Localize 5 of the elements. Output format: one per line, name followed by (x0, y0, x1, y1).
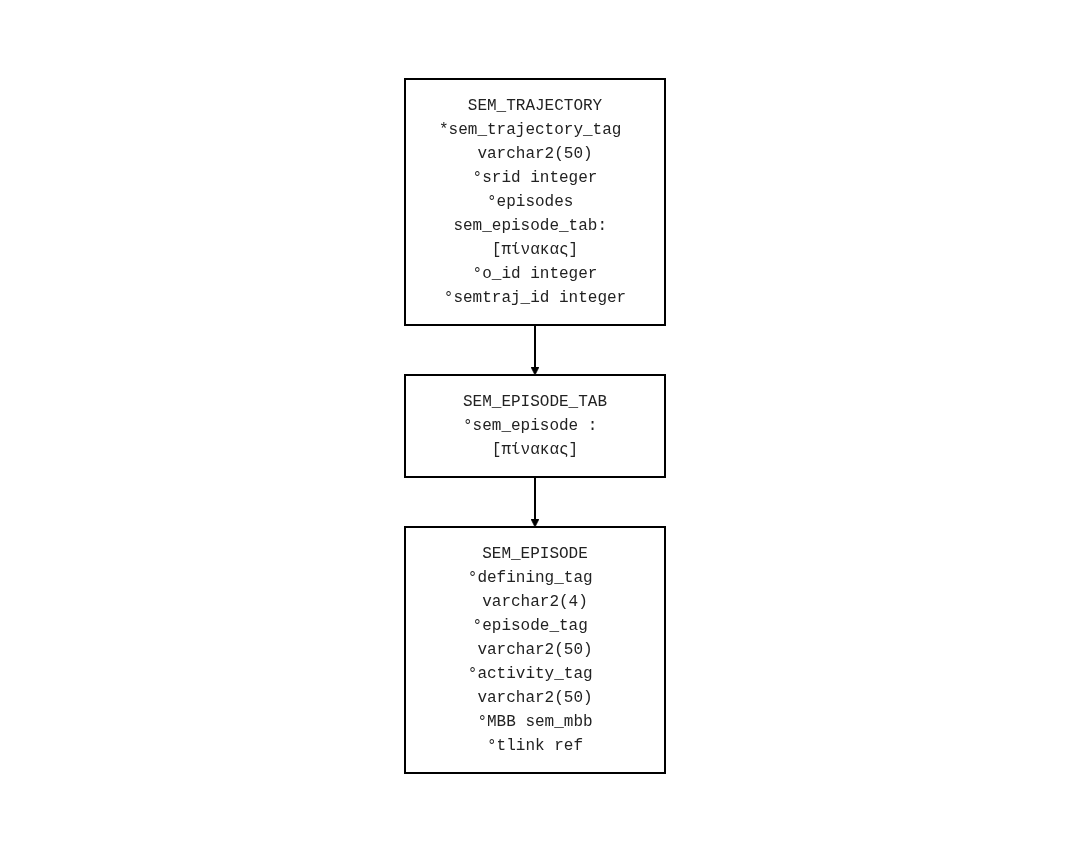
node-box: SEM_EPISODE °defining_tag varchar2(4) °episode_tag varchar2(50) °activity_tag varchar2(50) °MBB sem_mbb °tlink ref (404, 526, 666, 774)
node-box: SEM_TRAJECTORY *sem_trajectory_tag varchar2(50) °srid integer °episodes sem_episode_tab: [πίνακας] °o_id integer °semtraj_id integer (404, 78, 666, 326)
arrow (530, 476, 540, 528)
node-box: SEM_EPISODE_TAB °sem_episode : [πίνακας] (404, 374, 666, 478)
arrow (530, 324, 540, 376)
